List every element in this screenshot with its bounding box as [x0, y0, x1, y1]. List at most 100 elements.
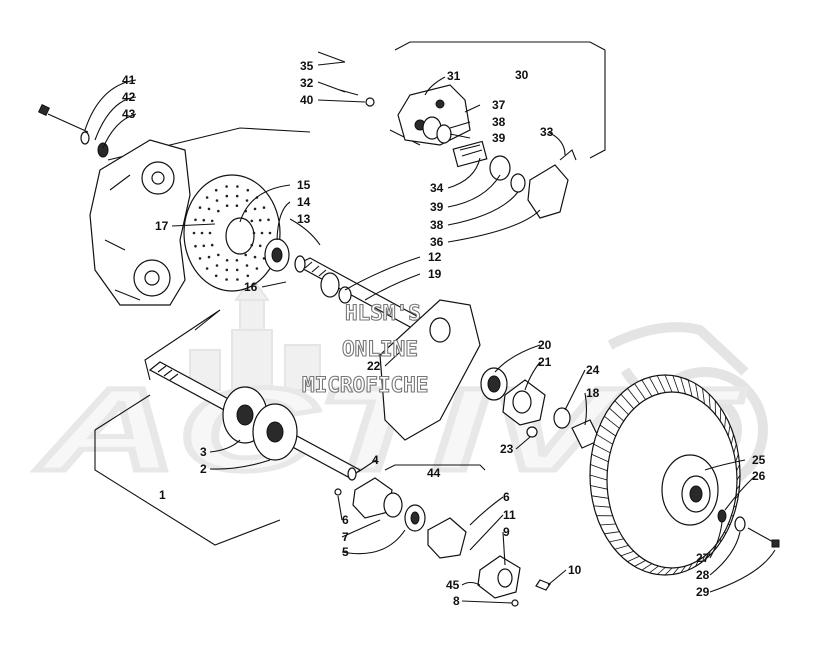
callout-41: 41: [122, 73, 136, 87]
disc-vent-hole: [199, 206, 202, 209]
disc-vent-hole: [244, 254, 247, 257]
callout-8: 8: [453, 594, 460, 608]
callout-3: 3: [200, 445, 207, 459]
disc-vent-hole: [209, 232, 212, 235]
disc-vent-hole: [267, 219, 270, 222]
disc-vent-hole: [216, 199, 219, 202]
disc-vent-hole: [226, 204, 229, 207]
disc-vent-hole: [203, 245, 206, 248]
disc-vent-hole: [236, 269, 239, 272]
callout-29: 29: [696, 585, 710, 599]
callout-45: 45: [446, 578, 460, 592]
disc-vent-hole: [215, 189, 218, 192]
disc-vent-hole: [217, 254, 220, 257]
callout-9: 9: [503, 525, 510, 539]
callout-6-left: 6: [342, 513, 349, 527]
bearing-20: [481, 368, 507, 400]
brake-hub: [265, 239, 289, 271]
disc-vent-hole: [247, 275, 250, 278]
disc-vent-hole: [193, 232, 196, 235]
disc-vent-hole: [259, 245, 262, 248]
callout-2: 2: [200, 462, 207, 476]
disc-vent-hole: [247, 189, 250, 192]
disc-vent-hole: [217, 210, 220, 213]
callout-13: 13: [297, 212, 311, 226]
watermark-line-1: HLSM'S: [345, 301, 421, 325]
disc-vent-hole: [201, 232, 204, 235]
washer-28: [735, 517, 745, 531]
disc-vent-hole: [251, 220, 254, 223]
watermark-line-3: MICROFICHE: [302, 373, 428, 397]
callout-35: 35: [300, 59, 314, 73]
disc-vent-hole: [251, 244, 254, 247]
disc-vent-hole: [215, 275, 218, 278]
disc-vent-hole: [208, 208, 211, 211]
chaincase-housing: [90, 140, 190, 305]
washer-27: [718, 510, 726, 522]
disc-vent-hole: [208, 256, 211, 259]
callout-10: 10: [568, 563, 582, 577]
callout-27: 27: [696, 551, 710, 565]
disc-vent-hole: [225, 278, 228, 281]
callout-30: 30: [515, 68, 529, 82]
disc-vent-hole: [206, 267, 209, 270]
callout-36: 36: [430, 235, 444, 249]
callout-40: 40: [300, 93, 314, 107]
callout-44: 44: [427, 466, 441, 480]
callout-7: 7: [342, 530, 349, 544]
callout-39-upper: 39: [492, 131, 506, 145]
disc-vent-hole: [203, 219, 206, 222]
callout-11: 11: [503, 508, 516, 522]
callout-28: 28: [696, 568, 710, 582]
callout-22: 22: [367, 359, 381, 373]
callout-43: 43: [122, 107, 136, 121]
callout-38-upper: 38: [492, 115, 506, 129]
callout-33: 33: [540, 125, 554, 139]
disc-vent-hole: [211, 220, 214, 223]
callout-14: 14: [297, 195, 311, 209]
callout-32: 32: [300, 76, 314, 90]
callout-25: 25: [752, 453, 766, 467]
disc-vent-hole: [226, 269, 229, 272]
disc-vent-hole: [211, 244, 214, 247]
disc-vent-hole: [194, 219, 197, 222]
bolt-41: [39, 105, 108, 157]
disc-vent-hole: [254, 256, 257, 259]
idler-bracket-9: [478, 556, 550, 606]
disc-vent-hole: [199, 257, 202, 260]
callout-31: 31: [447, 69, 461, 83]
callout-26: 26: [752, 469, 766, 483]
callout-18: 18: [586, 386, 600, 400]
callout-20: 20: [538, 338, 552, 352]
brake-drum-25: [590, 375, 740, 575]
disc-vent-hole: [261, 232, 264, 235]
callout-21: 21: [538, 355, 552, 369]
callout-19: 19: [428, 267, 442, 281]
callout-16: 16: [244, 280, 258, 294]
disc-vent-hole: [226, 259, 229, 262]
disc-vent-hole: [225, 185, 228, 188]
callout-39-lower: 39: [430, 200, 444, 214]
callout-1: 1: [159, 488, 166, 502]
bolt-29: [748, 528, 779, 547]
nut-23: [527, 427, 537, 437]
disc-vent-hole: [253, 232, 256, 235]
disc-vent-hole: [236, 204, 239, 207]
disc-vent-hole: [194, 245, 197, 248]
disc-vent-hole: [246, 199, 249, 202]
disc-vent-hole: [236, 195, 239, 198]
disc-vent-hole: [236, 185, 239, 188]
callout-37: 37: [492, 98, 506, 112]
callout-42: 42: [122, 90, 136, 104]
callout-24: 24: [586, 363, 600, 377]
callout-34: 34: [430, 181, 444, 195]
disc-vent-hole: [254, 208, 257, 211]
callout-17: 17: [155, 219, 169, 233]
callout-23: 23: [500, 442, 514, 456]
disc-vent-hole: [216, 264, 219, 267]
callout-12: 12: [428, 250, 442, 264]
disc-vent-hole: [236, 259, 239, 262]
callout-4: 4: [372, 453, 379, 467]
